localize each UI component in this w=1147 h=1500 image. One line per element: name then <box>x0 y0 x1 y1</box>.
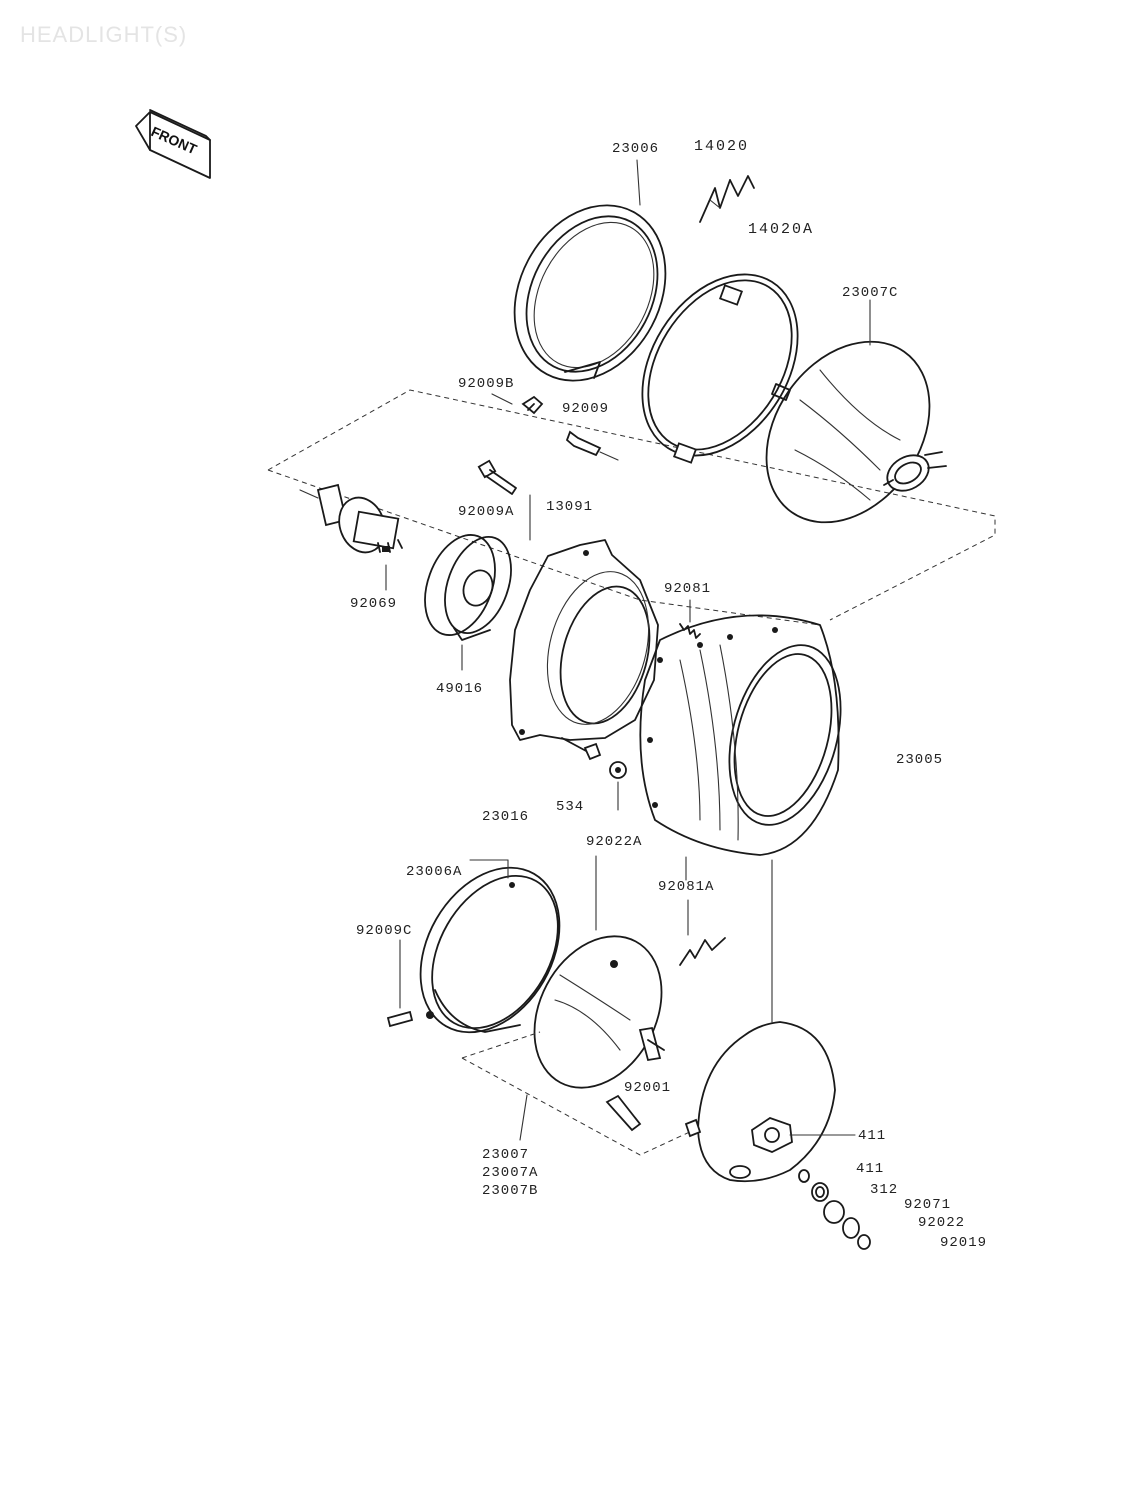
label-23006A: 23006A <box>406 864 462 880</box>
part-23006-rim <box>513 204 667 382</box>
label-23016: 23016 <box>482 809 529 825</box>
part-13091-bracket <box>509 539 659 741</box>
assembly-outline-lower <box>461 1031 695 1156</box>
label-92081A: 92081A <box>658 879 714 895</box>
part-534-pin <box>561 737 602 761</box>
label-92069: 92069 <box>350 596 397 612</box>
part-retaining-ring <box>641 273 799 464</box>
label-534: 534 <box>556 799 584 815</box>
part-23007-sealed-beam <box>533 935 665 1089</box>
label-23007B: 23007B <box>482 1183 538 1199</box>
label-92022: 92022 <box>918 1215 965 1231</box>
label-92009C: 92009C <box>356 923 412 939</box>
label-23007A: 23007A <box>482 1165 538 1181</box>
label-92081: 92081 <box>664 581 711 597</box>
page-title: HEADLIGHT(S) <box>20 22 188 47</box>
part-92069-bulb-socket <box>299 483 403 591</box>
part-92081-spring <box>679 623 701 639</box>
part-labels: 23006 14020 14020A 23007C 92009B 92009 9… <box>350 138 987 1251</box>
label-23007: 23007 <box>482 1147 529 1163</box>
part-92081A-spring <box>679 899 726 966</box>
label-92022A: 92022A <box>586 834 642 850</box>
part-back-shell <box>684 859 856 1183</box>
part-grommet-stack <box>798 1169 871 1250</box>
part-49016-cup <box>424 534 512 671</box>
part-92001-screw <box>605 1094 642 1132</box>
label-92009A: 92009A <box>458 504 514 520</box>
part-92009B-screw <box>521 395 544 415</box>
label-14020: 14020 <box>694 138 749 155</box>
label-13091: 13091 <box>546 499 593 515</box>
label-92009: 92009 <box>562 401 609 417</box>
label-23005: 23005 <box>896 752 943 768</box>
part-92009A-screw <box>477 459 517 495</box>
label-312: 312 <box>870 1182 898 1198</box>
label-92071: 92071 <box>904 1197 951 1213</box>
part-23007C-sealed-beam <box>765 340 947 524</box>
part-23016-rim <box>419 859 561 1034</box>
part-23005-housing <box>639 614 842 856</box>
label-49016: 49016 <box>436 681 483 697</box>
label-92001: 92001 <box>624 1080 671 1096</box>
part-92009-screw <box>565 430 619 461</box>
part-92022A-nut <box>609 761 627 811</box>
label-92019: 92019 <box>940 1235 987 1251</box>
label-411-b: 411 <box>856 1161 884 1177</box>
label-23007C: 23007C <box>842 285 898 301</box>
part-92009C-screw <box>386 939 414 1028</box>
label-411-a: 411 <box>858 1128 886 1144</box>
part-14020-clips <box>699 175 755 223</box>
front-arrow-badge: FRONT <box>135 109 211 179</box>
leader-lines <box>491 159 871 1141</box>
label-14020A: 14020A <box>748 221 814 238</box>
label-92009B: 92009B <box>458 376 514 392</box>
label-23006: 23006 <box>612 141 659 157</box>
assembly-outline-upper <box>267 389 996 626</box>
